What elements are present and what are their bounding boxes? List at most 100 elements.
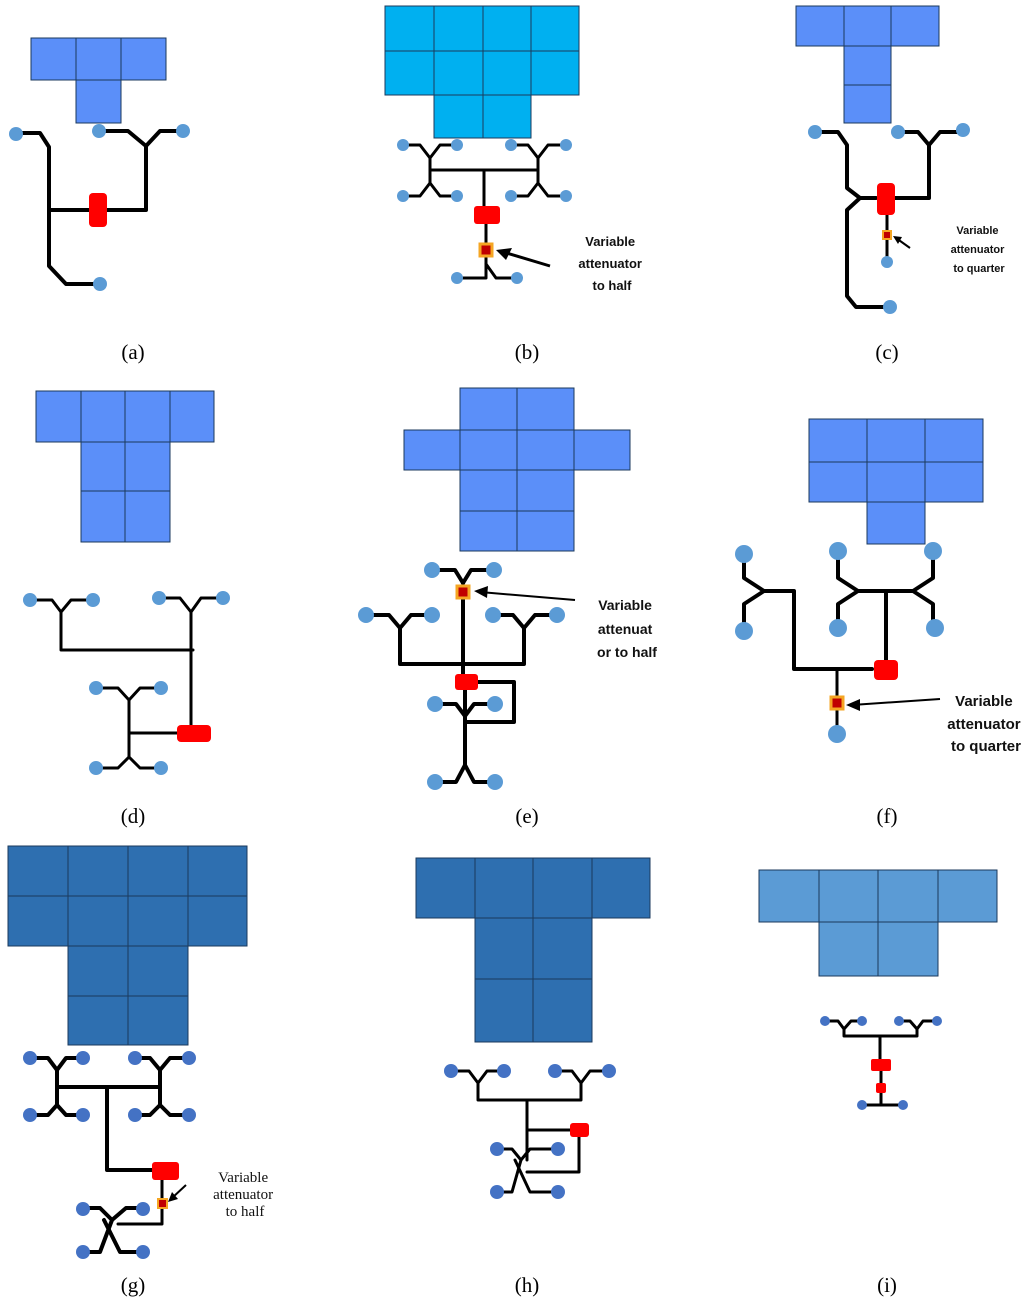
attenuator-c <box>882 230 892 240</box>
node-g-9 <box>76 1202 90 1216</box>
node-f-6 <box>926 619 944 637</box>
annotation-f: Variable attenuator to quarter <box>947 693 1025 755</box>
node-d-4 <box>216 591 230 605</box>
panel-a: (a) <box>9 37 190 364</box>
node-c-3 <box>956 123 970 137</box>
feed-network-g <box>23 1051 196 1259</box>
panel-g: Variable attenuator to half (g) <box>7 845 277 1297</box>
node-c-4 <box>881 256 893 268</box>
node-i-5 <box>857 1100 867 1110</box>
feed-network-d <box>23 591 230 775</box>
node-d-6 <box>154 681 168 695</box>
node-b-1 <box>397 139 409 151</box>
caption-f: (f) <box>877 804 898 828</box>
node-f-7 <box>828 725 846 743</box>
tile-array-b <box>384 5 580 139</box>
attenuator-g <box>157 1198 168 1209</box>
tile-array-c <box>795 5 940 124</box>
node-b-2 <box>451 139 463 151</box>
phase-shifter-g <box>152 1162 179 1180</box>
tile-array-g <box>7 845 248 1046</box>
node-g-8 <box>182 1108 196 1122</box>
node-e-5 <box>485 607 501 623</box>
node-h-7 <box>490 1185 504 1199</box>
annotation-c: Variable attenuator to quarter <box>951 225 1008 275</box>
node-e-6 <box>549 607 565 623</box>
node-b-8 <box>560 190 572 202</box>
feed-network-f <box>735 542 944 743</box>
node-e-7 <box>427 696 443 712</box>
node-b-4 <box>451 190 463 202</box>
node-g-3 <box>23 1108 37 1122</box>
caption-h: (h) <box>515 1273 540 1297</box>
node-h-1 <box>444 1064 458 1078</box>
node-b-9 <box>451 272 463 284</box>
node-i-1 <box>820 1016 830 1026</box>
node-b-6 <box>560 139 572 151</box>
node-a-2 <box>92 124 106 138</box>
feed-network-c <box>808 123 970 314</box>
node-d-8 <box>154 761 168 775</box>
node-i-3 <box>894 1016 904 1026</box>
panel-i: (i) <box>758 869 998 1297</box>
node-b-3 <box>397 190 409 202</box>
node-d-2 <box>86 593 100 607</box>
annotation-g: Variable attenuator to half <box>213 1170 277 1220</box>
phase-shifter-h <box>570 1123 589 1137</box>
node-e-4 <box>424 607 440 623</box>
tile-array-d <box>35 390 215 543</box>
node-h-8 <box>551 1185 565 1199</box>
node-h-5 <box>490 1142 504 1156</box>
attenuator-e <box>455 584 471 600</box>
node-c-2 <box>891 125 905 139</box>
node-e-2 <box>486 562 502 578</box>
node-e-10 <box>487 774 503 790</box>
phase-shifter-i <box>871 1059 891 1071</box>
caption-b: (b) <box>515 340 540 364</box>
node-d-3 <box>152 591 166 605</box>
node-d-1 <box>23 593 37 607</box>
tile-array-f <box>808 418 984 545</box>
caption-e: (e) <box>515 804 538 828</box>
node-b-7 <box>505 190 517 202</box>
tile-array-i <box>758 869 998 977</box>
tile-array-e <box>403 387 631 552</box>
node-f-4 <box>829 619 847 637</box>
node-i-6 <box>898 1100 908 1110</box>
node-g-6 <box>182 1051 196 1065</box>
panel-h: (h) <box>415 857 651 1297</box>
caption-d: (d) <box>121 804 146 828</box>
node-h-6 <box>551 1142 565 1156</box>
node-a-3 <box>176 124 190 138</box>
caption-c: (c) <box>875 340 898 364</box>
node-h-2 <box>497 1064 511 1078</box>
node-f-2 <box>735 622 753 640</box>
attenuator-i <box>876 1083 886 1093</box>
phase-shifter-c <box>877 183 895 215</box>
feed-network-a <box>9 124 190 291</box>
node-g-4 <box>76 1108 90 1122</box>
phase-shifter-e <box>455 674 478 690</box>
phase-shifter-b <box>474 206 500 224</box>
node-g-5 <box>128 1051 142 1065</box>
node-a-1 <box>9 127 23 141</box>
node-c-5 <box>883 300 897 314</box>
caption-a: (a) <box>121 340 144 364</box>
node-g-11 <box>76 1245 90 1259</box>
node-f-5 <box>924 542 942 560</box>
annotation-e: Variable attenuat or to half <box>597 597 657 660</box>
feed-network-i <box>820 1016 942 1110</box>
node-b-5 <box>505 139 517 151</box>
node-d-7 <box>89 761 103 775</box>
panel-c: Variable attenuator to quarter (c) <box>795 5 1008 364</box>
node-c-1 <box>808 125 822 139</box>
phase-shifter-f <box>874 660 898 680</box>
tile-array-h <box>415 857 651 1043</box>
feed-network-h <box>444 1064 616 1199</box>
panel-f: Variable attenuator to quarter (f) <box>735 418 1025 828</box>
node-h-4 <box>602 1064 616 1078</box>
annotation-b: Variable attenuator to half <box>578 234 645 293</box>
node-e-8 <box>487 696 503 712</box>
node-h-3 <box>548 1064 562 1078</box>
